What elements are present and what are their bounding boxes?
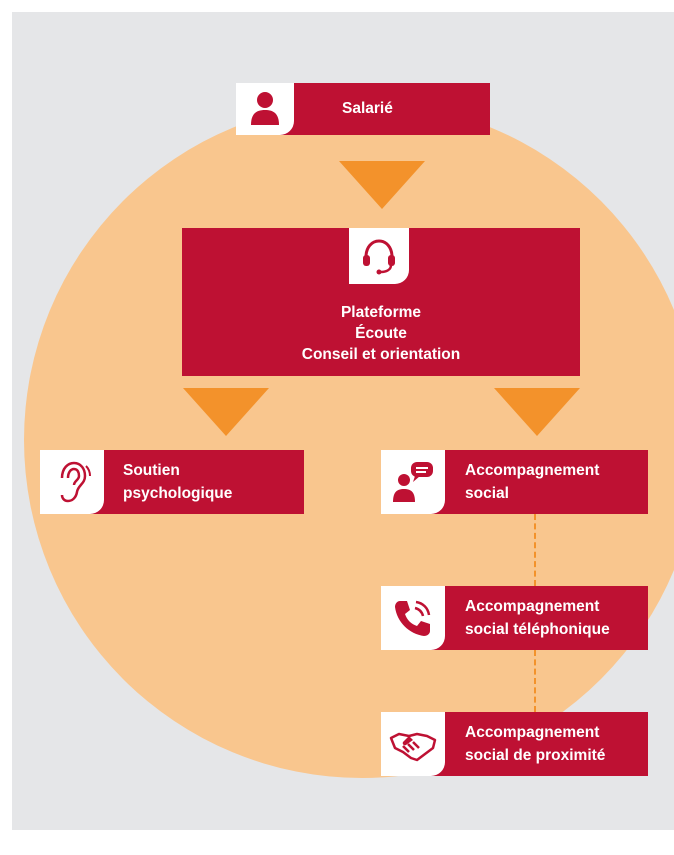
ear-icon bbox=[40, 450, 104, 514]
phone-icon bbox=[381, 586, 445, 650]
connector-dashed-1 bbox=[534, 514, 536, 586]
node-salarie: Salarié bbox=[236, 83, 490, 135]
node-soutien-line-2: psychologique bbox=[123, 485, 233, 502]
headset-icon bbox=[349, 228, 409, 284]
node-plateforme-line-1: Plateforme bbox=[340, 304, 422, 321]
arrow-down-right bbox=[494, 388, 580, 436]
node-proximite: Accompagnement social de proximité bbox=[381, 712, 648, 776]
person-icon bbox=[236, 83, 294, 135]
connector-dashed-2 bbox=[534, 650, 536, 712]
node-accompagnement: Accompagnement social bbox=[381, 450, 648, 514]
node-telephonique-line-1: Accompagnement bbox=[465, 598, 600, 615]
node-plateforme-line-2: Écoute bbox=[355, 325, 407, 342]
node-plateforme-line-3: Conseil et orientation bbox=[301, 346, 461, 363]
node-plateforme: Plateforme Écoute Conseil et orientation bbox=[182, 228, 580, 376]
arrow-down-left bbox=[183, 388, 269, 436]
node-soutien-line-1: Soutien bbox=[123, 462, 180, 479]
diagram-panel: Salarié Plateforme Écoute Conseil et ori… bbox=[12, 12, 674, 830]
node-proximite-line-1: Accompagnement bbox=[465, 724, 600, 741]
handshake-icon bbox=[381, 712, 445, 776]
node-telephonique-line-2: social téléphonique bbox=[465, 621, 610, 638]
arrow-down-1 bbox=[339, 161, 425, 209]
node-telephonique: Accompagnement social téléphonique bbox=[381, 586, 648, 650]
chat-user-icon bbox=[381, 450, 445, 514]
node-accompagnement-line-2: social bbox=[465, 485, 509, 502]
node-proximite-line-2: social de proximité bbox=[465, 747, 606, 764]
node-soutien: Soutien psychologique bbox=[40, 450, 304, 514]
node-salarie-label: Salarié bbox=[342, 100, 393, 117]
background-circle bbox=[24, 102, 674, 778]
node-accompagnement-line-1: Accompagnement bbox=[465, 462, 600, 479]
